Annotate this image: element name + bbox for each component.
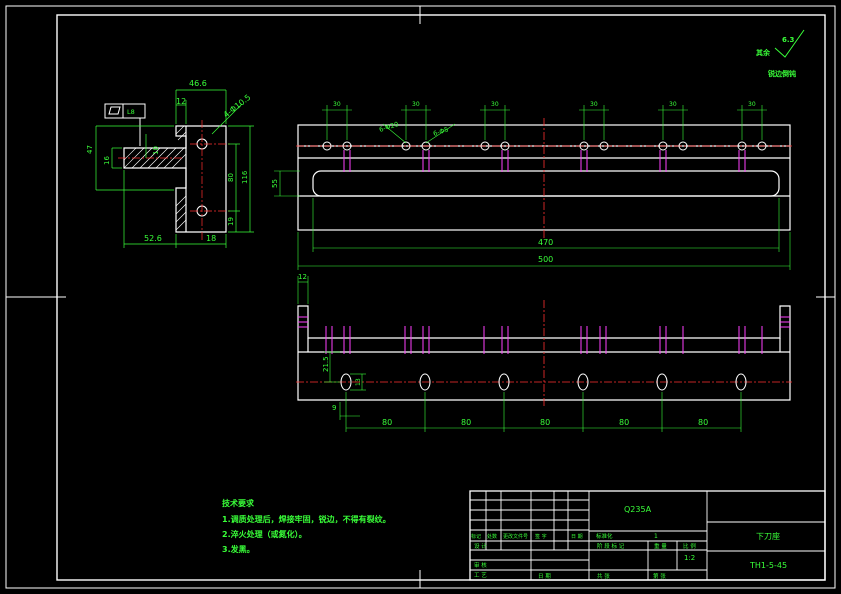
front-height-dim: 21.5 — [322, 356, 330, 372]
dim-width-top: 46.6 — [189, 79, 207, 88]
top-view-slot — [312, 170, 780, 197]
title-block: Q235A 下刀座 TH1-5-45 1:2 1 标记 处数 更改文件号 签 字… — [469, 490, 826, 581]
top-view: 30 30 30 30 30 30 6-Φ20 6-Φ5 55 470 500 — [271, 101, 792, 270]
front-hole-dim: 13 — [355, 378, 362, 386]
top-view-holes — [322, 141, 767, 151]
front-pitch-2: 80 — [461, 418, 471, 427]
top-hole-callout-2: 6-Φ5 — [432, 125, 449, 137]
title-checker: 审 核 — [474, 561, 487, 569]
front-view-end-marks — [298, 316, 790, 328]
top-spacing-5: 30 — [669, 101, 677, 108]
roughness-note: 其余 6.3 锐边倒钝 — [756, 29, 805, 78]
tech-req-item-1: 1.调质处理后，焊接牢固，锐边，不得有裂纹。 — [222, 514, 391, 524]
top-view-slot-marks — [343, 150, 746, 172]
dim-height-left: 47 — [86, 145, 94, 154]
roughness-check-icon — [774, 29, 805, 58]
roughness-label-left: 其余 — [756, 48, 771, 57]
front-pitch-1: 80 — [382, 418, 392, 427]
dim-hole-offset: 10 — [152, 146, 160, 155]
title-material: Q235A — [624, 505, 652, 514]
front-pitch-4: 80 — [619, 418, 629, 427]
section-view: L8 — [86, 79, 254, 248]
title-sheets-total: 共 张 — [597, 572, 610, 580]
title-process: 工 艺 — [474, 572, 487, 579]
tech-req-item-2: 2.淬火处理（或氮化）。 — [222, 529, 307, 539]
tech-req-title: 技术要求 — [222, 498, 255, 508]
title-rev-header-2: 处数 — [487, 533, 497, 540]
title-designer: 设 计 — [474, 542, 487, 550]
dim-total-height: 116 — [241, 170, 249, 184]
front-view-bolt-marks — [325, 326, 763, 354]
dim-slot: 12 — [176, 97, 186, 106]
technical-requirements: 技术要求 1.调质处理后，焊接牢固，锐边，不得有裂纹。 2.淬火处理（或氮化）。… — [222, 498, 391, 554]
front-pitch-3: 80 — [540, 418, 550, 427]
parallelogram-icon — [108, 106, 121, 115]
top-inner-length: 470 — [538, 238, 553, 247]
dim-wall-width: 18 — [206, 234, 216, 243]
dim-step-left: 16 — [103, 156, 111, 165]
title-part-name: 下刀座 — [756, 531, 780, 541]
front-view-holes — [340, 373, 747, 391]
top-height-dim: 55 — [271, 179, 279, 188]
roughness-value: 6.3 — [782, 36, 795, 44]
tech-req-item-3: 3.发黑。 — [222, 544, 255, 554]
title-date: 日 期 — [538, 573, 551, 580]
title-qty: 1 — [654, 533, 658, 540]
title-rev-header-3: 更改文件号 — [503, 533, 528, 540]
section-outline — [123, 125, 227, 233]
title-standard: 标准化 — [596, 532, 613, 540]
section-hatching — [123, 125, 187, 231]
title-stage-header-2: 重 量 — [654, 542, 667, 550]
dim-bottom-offset: 19 — [227, 217, 235, 226]
title-sheet-no: 第 张 — [653, 572, 666, 580]
top-spacing-4: 30 — [590, 101, 598, 108]
top-hole-callout-1: 6-Φ20 — [378, 120, 399, 134]
front-pitch-5: 80 — [698, 418, 708, 427]
front-view: 12 21.5 13 9 80 80 80 80 80 — [296, 273, 792, 432]
title-stage-header-3: 比 例 — [683, 542, 696, 550]
top-total-length: 500 — [538, 255, 553, 264]
tolerance-symbol: L8 — [127, 108, 135, 116]
title-stage-header-1: 阶 段 标 记 — [597, 542, 625, 550]
title-drawing-no: TH1-5-45 — [749, 561, 787, 570]
title-scale: 1:2 — [684, 554, 695, 562]
title-rev-header-4: 签 字 — [535, 533, 547, 540]
title-rev-header-5: 日 期 — [571, 534, 583, 540]
sheet-frame — [5, 5, 836, 589]
front-end-width: 12 — [298, 273, 307, 281]
top-spacing-1: 30 — [333, 101, 341, 108]
top-spacing-6: 30 — [748, 101, 756, 108]
top-spacing-2: 30 — [412, 101, 420, 108]
roughness-caption: 锐边倒钝 — [768, 69, 796, 78]
title-rev-header-1: 标记 — [471, 533, 481, 540]
top-spacing-3: 30 — [491, 101, 499, 108]
dim-width-bottom: 52.6 — [144, 234, 162, 243]
front-offset-left: 9 — [332, 404, 336, 412]
dim-hole-pitch: 80 — [227, 173, 235, 182]
tolerance-frame — [104, 103, 146, 119]
